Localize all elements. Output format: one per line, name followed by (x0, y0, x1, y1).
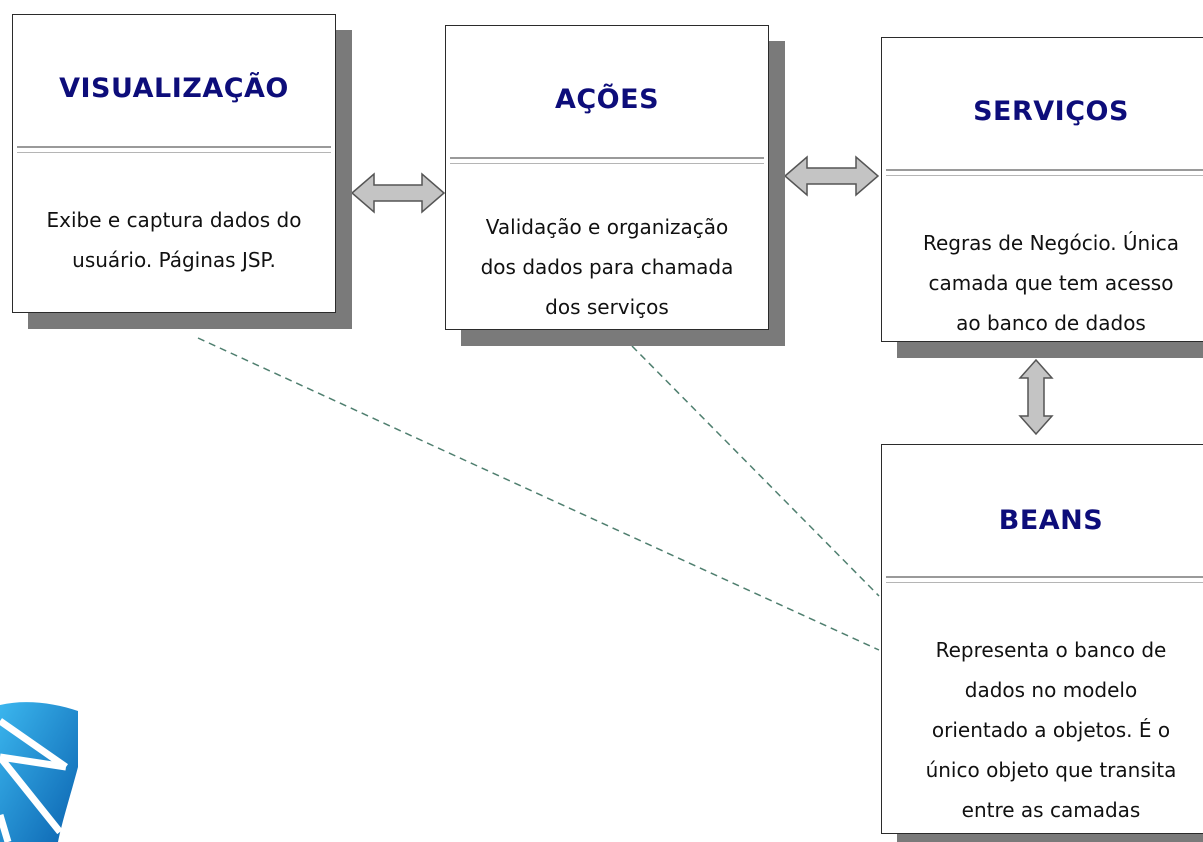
text-line: usuário. Páginas JSP. (72, 248, 276, 272)
text-line: único objeto que transita (925, 758, 1177, 782)
text-line: dados no modelo (964, 678, 1138, 702)
acoes-separator (450, 157, 764, 164)
dashed-link-visualizacao-beans (197, 337, 880, 651)
arrow-visualizacao-acoes (350, 172, 446, 214)
dashed-link-acoes-beans (631, 345, 880, 597)
text-line: orientado a objetos. É o (931, 718, 1171, 742)
servicos-description: Regras de Negócio. Única camada que tem … (888, 223, 1203, 343)
visualizacao-box: VISUALIZAÇÃO Exibe e captura dados do us… (12, 14, 336, 313)
visualizacao-separator (17, 146, 331, 153)
beans-description: Representa o banco de dados no modelo or… (888, 630, 1203, 830)
text-line: dos dados para chamada (480, 255, 734, 279)
text-line: entre as camadas (961, 798, 1141, 822)
text-line: Regras de Negócio. Única (922, 231, 1180, 255)
text-line: Validação e organização (485, 215, 729, 239)
beans-box: BEANS Representa o banco de dados no mod… (881, 444, 1203, 834)
visualizacao-title: VISUALIZAÇÃO (59, 73, 289, 104)
servicos-title: SERVIÇOS (973, 96, 1129, 127)
servicos-separator (886, 169, 1203, 176)
visualizacao-description: Exibe e captura dados do usuário. Página… (19, 200, 329, 280)
beans-separator (886, 576, 1203, 583)
text-line: camada que tem acesso (928, 271, 1174, 295)
institution-logo-icon (0, 702, 78, 842)
beans-title: BEANS (998, 505, 1104, 536)
text-line: Exibe e captura dados do (46, 208, 302, 232)
acoes-title: AÇÕES (554, 84, 660, 115)
acoes-box: AÇÕES Validação e organização dos dados … (445, 25, 769, 330)
arrow-servicos-beans (1018, 358, 1054, 436)
text-line: Representa o banco de (935, 638, 1167, 662)
text-line: ao banco de dados (956, 311, 1146, 335)
text-line: dos serviços (545, 295, 669, 319)
servicos-box: SERVIÇOS Regras de Negócio. Única camada… (881, 37, 1203, 342)
acoes-description: Validação e organização dos dados para c… (452, 207, 762, 327)
arrow-acoes-servicos (783, 155, 880, 197)
